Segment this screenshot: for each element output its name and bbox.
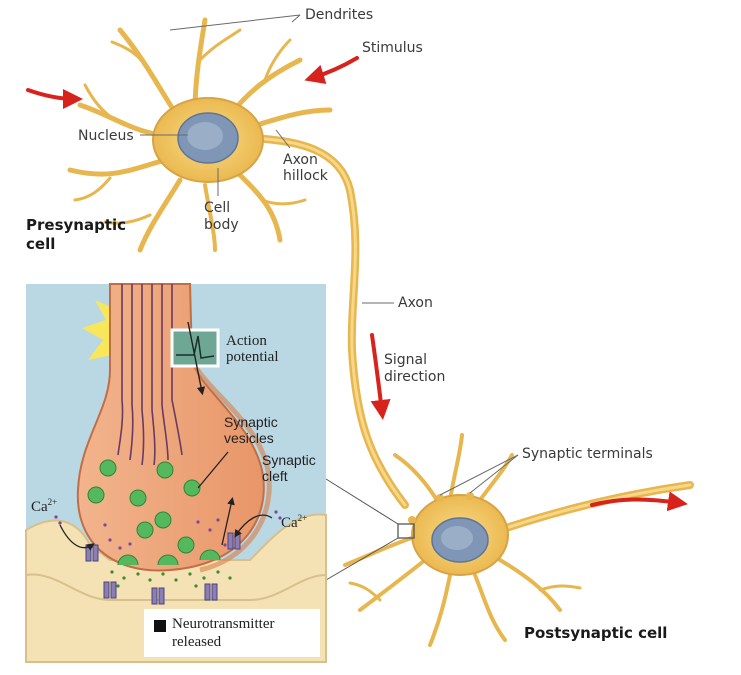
label-presynaptic-line1: Presynaptic [26, 216, 127, 234]
stimulus-arrow-left [26, 88, 83, 109]
label-axon-hillock-line2: hillock [283, 168, 328, 184]
synaptic-vesicles [87, 459, 201, 554]
inset-label-ca-right: Ca2+ [281, 513, 308, 531]
inset-label-neurotransmitter-line1: Neurotransmitter [172, 616, 275, 632]
inset-label-action-line1: Action [226, 333, 267, 349]
red-arrows [26, 56, 688, 512]
output-arrow [590, 491, 688, 512]
postsynaptic-neuron [325, 433, 694, 647]
synapse-inset [25, 283, 327, 663]
postsynaptic-axon [496, 481, 694, 534]
label-dendrites: Dendrites [305, 7, 374, 23]
label-stimulus: Stimulus [362, 40, 423, 56]
inset-label-neurotransmitter-line2: released [172, 634, 222, 650]
presynaptic-neuron [67, 17, 409, 509]
inset-label-action-line2: potential [226, 349, 279, 365]
label-signal-direction-line1: Signal [384, 352, 428, 368]
zoom-box [397, 523, 415, 539]
inset-label-ca-left: Ca2+ [31, 497, 58, 515]
label-cell-body-line1: Cell [204, 200, 231, 216]
signal-direction-arrow [370, 333, 391, 420]
label-axon-hillock-line1: Axon [283, 152, 318, 168]
label-axon: Axon [398, 295, 433, 311]
label-signal-direction-line2: direction [384, 369, 446, 385]
label-cell-body-line2: body [204, 217, 239, 233]
inset-label-cleft-line2: cleft [262, 468, 288, 484]
label-nucleus: Nucleus [78, 128, 134, 144]
inset-label-vesicles-line1: Synaptic [224, 414, 278, 430]
released-neurotransmitter [117, 549, 221, 566]
inset-label-cleft-line1: Synaptic [262, 452, 316, 468]
microtubules [117, 284, 183, 466]
label-postsynaptic-cell: Postsynaptic cell [524, 624, 668, 642]
inset-label-vesicles-line2: vesicles [224, 430, 274, 446]
presynaptic-terminal [76, 283, 265, 572]
label-synaptic-terminals: Synaptic terminals [522, 446, 653, 462]
neurotransmitter-legend-box [144, 609, 320, 657]
stimulus-arrow-right [304, 56, 359, 85]
calcium-ions [54, 510, 282, 550]
leader-lines [140, 14, 519, 496]
label-presynaptic-line2: cell [26, 235, 56, 253]
